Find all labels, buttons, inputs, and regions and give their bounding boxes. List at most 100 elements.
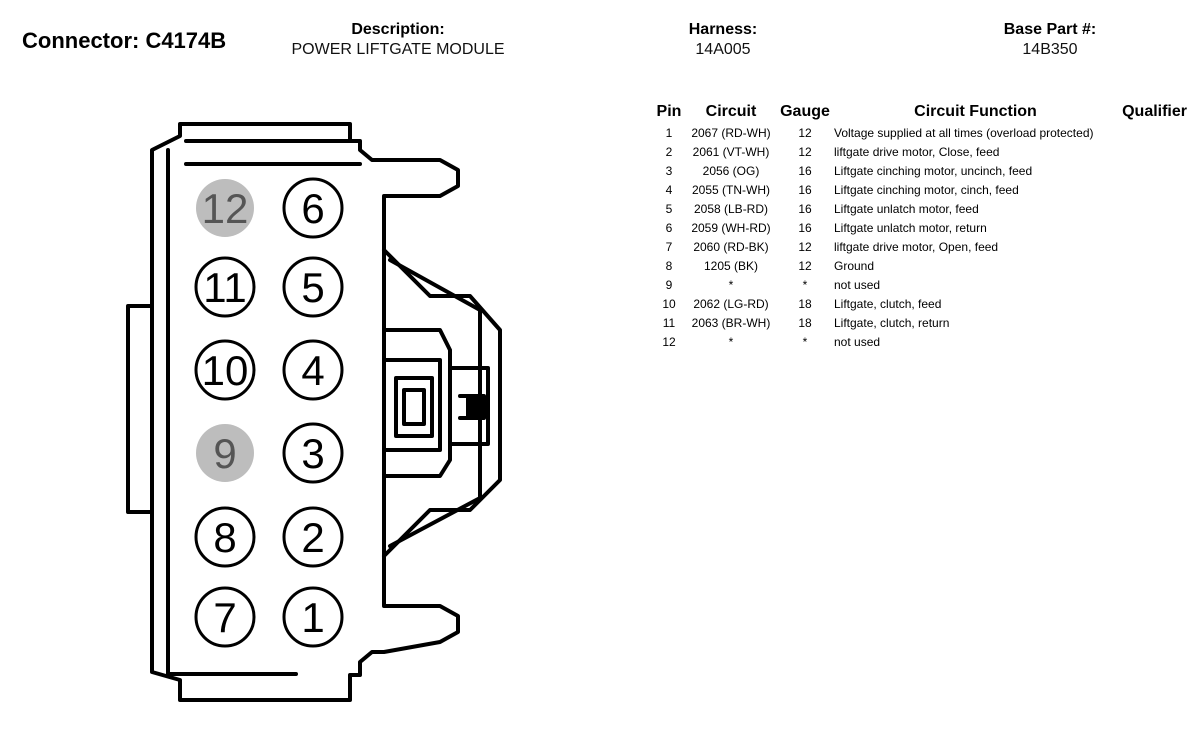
pin-cavity [196,179,254,237]
cell-gauge: 18 [798,315,812,330]
cell-circuit: 2067 (RD-WH) [691,125,771,140]
pin-number-label: 9 [213,430,236,477]
col-header-function: Circuit Function [914,103,1037,120]
connector-face-diagram: 12 11 10 9 8 7 6 5 4 3 2 1 [126,122,502,702]
cell-circuit: * [728,334,734,349]
harness-value: 14A005 [695,41,751,58]
pin-10: 10 [194,339,256,401]
cell-circuit: 2061 (VT-WH) [692,144,770,159]
cell-qualifier [1117,294,1187,313]
cell-function: not used [834,277,881,292]
base-part-value: 14B350 [1022,41,1078,58]
cell-gauge: * [802,334,808,349]
cell-function: Liftgate unlatch motor, feed [834,201,979,216]
base-part-label: Base Part #: [1003,21,1097,38]
pin-number-label: 4 [301,347,324,394]
cell-function: not used [834,334,881,349]
cell-pin: 12 [662,334,676,349]
harness-block: Harness: 14A005 [668,20,778,60]
col-header-gauge: Gauge [780,103,830,120]
lock-tab [466,398,482,416]
pin-number-label: 1 [301,594,324,641]
pin-function-table: Pin Circuit Gauge Circuit Function Quali… [654,101,1187,351]
pin-cavity [282,177,344,239]
cell-qualifier [1117,123,1187,142]
pin-4: 4 [282,339,344,401]
pin-1: 1 [282,586,344,648]
cell-pin: 8 [665,258,673,273]
pin-12: 12 [196,179,254,237]
pin-cavity [282,586,344,648]
cell-circuit: 2060 (RD-BK) [693,239,769,254]
cell-qualifier [1117,313,1187,332]
harness-label: Harness: [688,21,758,38]
table-row: 6 2059 (WH-RD) 16 Liftgate unlatch motor, r… [654,218,1187,237]
col-header-qualifier: Qualifier [1122,103,1187,120]
pin-number-label: 2 [301,514,324,561]
table-header-row: Pin Circuit Gauge Circuit Function Quali… [654,101,1187,123]
description-label: Description: [351,21,445,38]
table-row: 12 * * not used [654,332,1187,351]
cell-qualifier [1117,180,1187,199]
cell-qualifier [1117,256,1187,275]
cell-function: Liftgate cinching motor, cinch, feed [834,182,1019,197]
cell-function: Voltage supplied at all times (overload … [834,125,1094,140]
table-row: 4 2055 (TN-WH) 16 Liftgate cinching motor, … [654,180,1187,199]
cell-function: Liftgate cinching motor, uncinch, feed [834,163,1033,178]
pin-cavity [194,339,256,401]
cell-circuit: 2055 (TN-WH) [691,182,770,197]
cell-qualifier [1117,237,1187,256]
cell-circuit: 2059 (WH-RD) [691,220,771,235]
pin-6: 6 [282,177,344,239]
cell-qualifier [1117,332,1187,351]
pin-5: 5 [282,256,344,318]
col-header-circuit: Circuit [705,103,757,120]
cell-circuit: 2058 (LB-RD) [693,201,769,216]
cell-gauge: 18 [798,296,812,311]
pin-3: 3 [282,422,344,484]
pin-number-label: 11 [203,264,247,311]
cell-function: Ground [834,258,875,273]
cell-gauge: 16 [798,182,812,197]
pin-11: 11 [194,256,256,318]
cell-pin: 4 [665,182,673,197]
table-row: 9**not used [654,275,1187,294]
cell-qualifier [1117,218,1187,237]
cell-pin: 6 [665,220,673,235]
base-part-block: Base Part #: 14B350 [990,20,1110,60]
cell-circuit: 2056 (OG) [702,163,760,178]
cell-gauge: 12 [798,258,812,273]
pin-number-label: 5 [301,264,324,311]
cell-circuit: 1205 (BK) [703,258,759,273]
cell-function: liftgate drive motor, Open, feed [834,239,999,254]
pin-number-label: 10 [202,347,249,394]
pin-cavity [282,422,344,484]
pin-number-label: 7 [213,594,236,641]
cell-pin: 3 [665,163,673,178]
cell-gauge: 16 [798,220,812,235]
pin-2: 2 [282,506,344,568]
pin-cavity [194,586,256,648]
pin-column-right: 6 5 4 3 2 1 [282,177,344,648]
col-header-pin: Pin [656,103,682,120]
cell-function: liftgate drive motor, Close, feed [834,144,1000,159]
cell-function: Liftgate unlatch motor, return [834,220,987,235]
pin-cavity [282,339,344,401]
connector-title: Connector: C4174B [22,28,227,53]
pin-7: 7 [194,586,256,648]
pin-8: 8 [194,506,256,568]
cell-pin: 7 [665,239,673,254]
pin-cavity [194,256,256,318]
description-value: POWER LIFTGATE MODULE [291,41,505,58]
cell-gauge: 12 [798,144,812,159]
cell-circuit: 2063 (BR-WH) [691,315,771,330]
